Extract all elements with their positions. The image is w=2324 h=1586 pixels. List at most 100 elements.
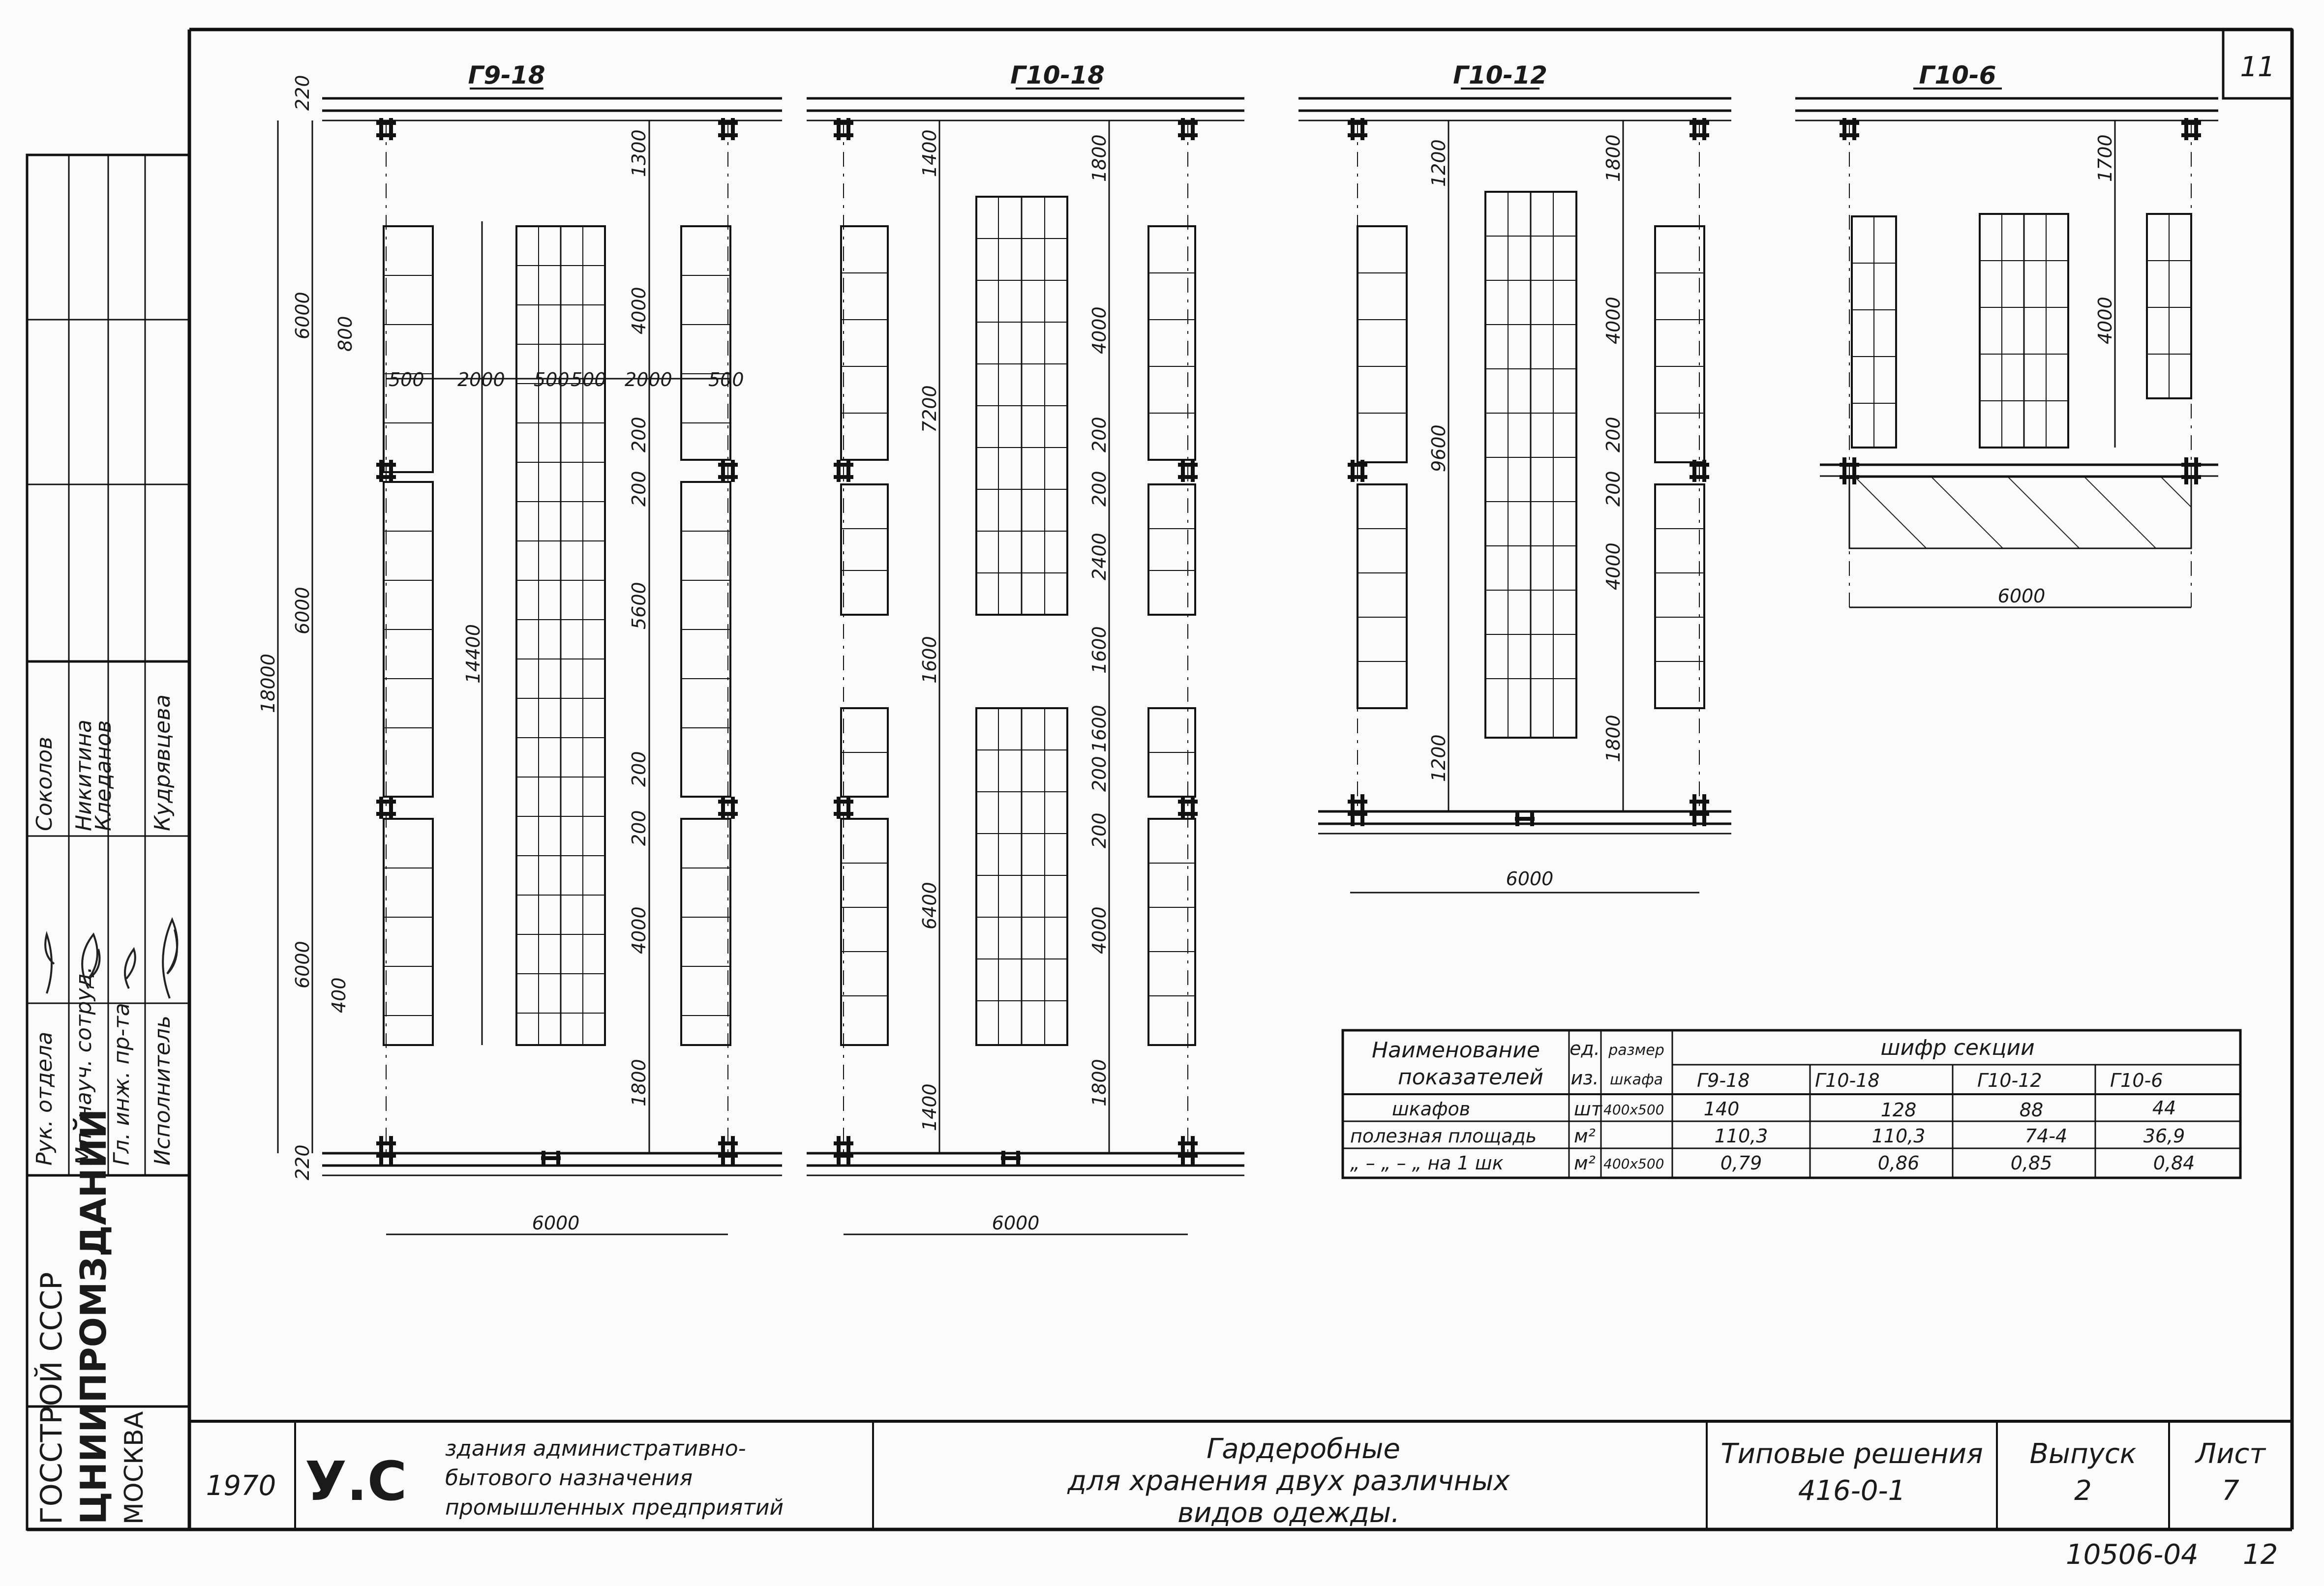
p1-dim-4000b: 4000 bbox=[628, 906, 650, 954]
p2-dim-6400: 6400 bbox=[919, 882, 940, 929]
row2-unit: м² bbox=[1574, 1125, 1596, 1147]
p1-dim-14400: 14400 bbox=[462, 624, 484, 684]
p1-dim-5600: 5600 bbox=[628, 582, 650, 629]
stamp-role-3: Гл. инж. пр-та bbox=[109, 1003, 134, 1166]
stamp-role-2: Мл. науч. сотруд. bbox=[71, 966, 96, 1166]
p1-dim-220b: 220 bbox=[292, 1144, 313, 1180]
p4-dim-4000: 4000 bbox=[2094, 297, 2116, 344]
p1-dim-200b: 200 bbox=[628, 471, 650, 507]
th-size-2: шкафа bbox=[1610, 1071, 1663, 1088]
p3-dim-200b: 200 bbox=[1602, 471, 1624, 507]
p2-dim-1600b: 1600 bbox=[1088, 626, 1110, 674]
p2-dim-1600c: 1600 bbox=[1088, 705, 1110, 752]
p1-dim-18000: 18000 bbox=[257, 654, 279, 713]
p3-dim-9600: 9600 bbox=[1428, 424, 1449, 472]
plan1-drawing bbox=[277, 97, 782, 1235]
p1-dim-220a: 220 bbox=[292, 75, 313, 111]
p2-dim-200a: 200 bbox=[1088, 417, 1110, 452]
p3-dim-1200a: 1200 bbox=[1428, 139, 1449, 187]
plan4-title: Г10-6 bbox=[1919, 61, 1996, 90]
tb-year: 1970 bbox=[206, 1470, 276, 1502]
th-col-1: Г9-18 bbox=[1697, 1070, 1750, 1091]
p1-dim-1800: 1800 bbox=[628, 1059, 650, 1107]
p1-dim-800: 800 bbox=[334, 316, 356, 352]
plan3-dimensions: 1200 9600 1200 1800 4000 200 200 4000 18… bbox=[1428, 134, 1624, 890]
tb-logo: У.С bbox=[305, 1450, 407, 1513]
tb-typ-value: 416-0-1 bbox=[1798, 1475, 1906, 1507]
p3-dim-4000a: 4000 bbox=[1602, 297, 1624, 344]
th-unit-1: ед. bbox=[1569, 1038, 1600, 1059]
row1-val3: 88 bbox=[2020, 1099, 2043, 1121]
row2-val4: 36,9 bbox=[2143, 1125, 2185, 1147]
p2-dim-6000w: 6000 bbox=[992, 1212, 1040, 1234]
p2-dim-4000b: 4000 bbox=[1088, 906, 1110, 954]
p2-dim-1800a: 1800 bbox=[1088, 134, 1110, 182]
p1-dim-200a: 200 bbox=[628, 417, 650, 452]
tb-title-line1: Гардеробные bbox=[1207, 1433, 1400, 1465]
plan1-dimensions: 220 6000 6000 6000 18000 800 500 2000 50… bbox=[257, 75, 744, 1234]
stamp-name-1: Соколов bbox=[32, 737, 57, 831]
row3-val1: 0,79 bbox=[1720, 1152, 1762, 1174]
row3-unit: м² bbox=[1574, 1152, 1596, 1174]
row2-val1: 110,3 bbox=[1715, 1125, 1768, 1147]
p1-dim-200d: 200 bbox=[628, 810, 650, 846]
stamp-role-4: Исполнитель bbox=[150, 1016, 175, 1166]
tb-title-line3: видов одежды. bbox=[1177, 1497, 1400, 1529]
tb-sheet-value: 7 bbox=[2222, 1475, 2239, 1507]
plan2-title: Г10-18 bbox=[1010, 61, 1105, 90]
p1-dim-200c: 200 bbox=[628, 751, 650, 787]
row2-name: полезная площадь bbox=[1350, 1125, 1537, 1147]
p1-dim-6000w: 6000 bbox=[532, 1212, 580, 1234]
p1-dim-6000a: 6000 bbox=[292, 292, 313, 339]
p2-dim-4000a: 4000 bbox=[1088, 306, 1110, 354]
p4-dim-1700: 1700 bbox=[2094, 134, 2116, 182]
th-size-1: размер bbox=[1608, 1042, 1664, 1059]
p1-dim-500c: 500 bbox=[571, 369, 606, 390]
row1-val1: 140 bbox=[1704, 1098, 1740, 1120]
p2-dim-200c: 200 bbox=[1088, 756, 1110, 792]
stamp-role-1: Рук. отдела bbox=[32, 1032, 57, 1166]
stamp-roles: Рук. отдела Мл. науч. сотруд. Гл. инж. п… bbox=[32, 694, 175, 1166]
p1-dim-6000c: 6000 bbox=[292, 941, 313, 988]
title-block bbox=[189, 1420, 2292, 1529]
tb-issue-label: Выпуск bbox=[2030, 1438, 2137, 1470]
row2-val2: 110,3 bbox=[1872, 1125, 1926, 1147]
plan3-title: Г10-12 bbox=[1453, 61, 1547, 90]
p1-dim-500d: 500 bbox=[708, 369, 744, 390]
row1-val4: 44 bbox=[2152, 1097, 2176, 1119]
plan2-dimensions: 1400 7200 1600 6400 1400 1800 4000 200 2… bbox=[919, 129, 1110, 1234]
plan3-drawing bbox=[1298, 97, 1731, 894]
p1-dim-4000a: 4000 bbox=[628, 287, 650, 334]
th-col-2: Г10-18 bbox=[1815, 1070, 1880, 1091]
stamp-name-3: Кледанов bbox=[91, 720, 116, 831]
row1-val2: 128 bbox=[1881, 1099, 1917, 1121]
stamp-name-2: Никитина bbox=[71, 719, 96, 831]
p1-dim-2000a: 2000 bbox=[457, 369, 505, 390]
p2-dim-1600: 1600 bbox=[919, 636, 940, 684]
th-col-3: Г10-12 bbox=[1977, 1070, 2042, 1091]
p3-dim-1800b: 1800 bbox=[1602, 715, 1624, 762]
tb-issue-value: 2 bbox=[2074, 1475, 2092, 1507]
row3-val4: 0,84 bbox=[2153, 1152, 2195, 1174]
row2-val3: 74-4 bbox=[2025, 1125, 2067, 1147]
bottom-page: 12 bbox=[2243, 1539, 2278, 1571]
p3-dim-4000b: 4000 bbox=[1602, 542, 1624, 590]
plan4-drawing bbox=[1795, 97, 2218, 610]
th-name-1: Наименование bbox=[1372, 1038, 1540, 1063]
tb-title-line2: для хранения двух различных bbox=[1067, 1465, 1510, 1497]
p1-dim-2000b: 2000 bbox=[625, 369, 672, 390]
th-col-4: Г10-6 bbox=[2110, 1070, 2163, 1091]
row1-size: 400х500 bbox=[1603, 1102, 1664, 1118]
row1-unit: шт bbox=[1574, 1098, 1603, 1120]
p2-dim-200b: 200 bbox=[1088, 471, 1110, 507]
row3-size: 400х500 bbox=[1603, 1156, 1664, 1172]
row3-val3: 0,85 bbox=[2011, 1152, 2052, 1174]
th-cipher: шифр секции bbox=[1880, 1035, 2034, 1060]
sheet-frame bbox=[27, 28, 2294, 1531]
tb-series-line3: промышленных предприятий bbox=[445, 1495, 784, 1520]
plan4-dimensions: 1700 4000 6000 bbox=[1998, 134, 2116, 607]
row3-val2: 0,86 bbox=[1878, 1152, 1920, 1174]
stamp-org-line1: ГОССТРОЙ СССР bbox=[33, 1272, 69, 1525]
tb-typ-label: Типовые решения bbox=[1720, 1438, 1983, 1470]
